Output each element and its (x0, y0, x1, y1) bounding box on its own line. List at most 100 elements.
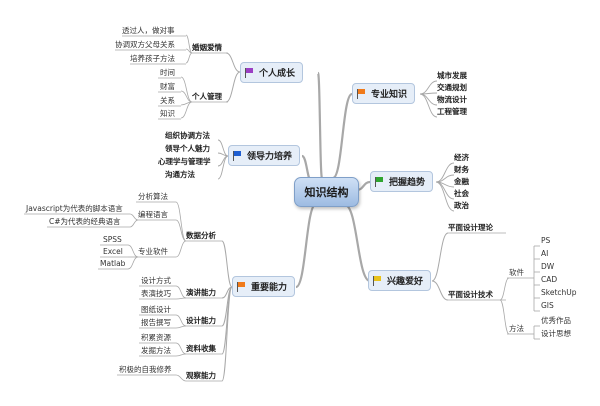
connector (217, 155, 229, 180)
connector (175, 353, 187, 357)
leaf-traffic[interactable]: 交通规划 (437, 83, 467, 92)
leaf-report[interactable]: 报告撰写 (141, 318, 171, 327)
connector (180, 101, 193, 119)
link-data-analysis (221, 240, 233, 288)
leaf-javascript[interactable]: Javascript为代表的脚本语言 (26, 204, 123, 213)
topic-key-skills-label: 重要能力 (251, 283, 288, 293)
leaf-csharp[interactable]: C#为代表的经典语言 (49, 217, 121, 226)
topic-leadership[interactable]: 领导力培养 (228, 145, 301, 166)
leaf-spss[interactable]: SPSS (103, 235, 122, 244)
leaf-politics[interactable]: 政治 (454, 201, 469, 210)
connector (180, 76, 193, 103)
leaf-urban[interactable]: 城市发展 (437, 71, 467, 80)
leaf-marriage-2[interactable]: 协调双方父母关系 (115, 40, 175, 49)
branch-methods[interactable]: 方法 (509, 324, 524, 333)
leaf-cad[interactable]: CAD (541, 275, 558, 284)
connector (221, 286, 233, 382)
link-expertise (331, 92, 354, 180)
link-marriage (225, 52, 241, 73)
leaf-leadership-4[interactable]: 沟通方法 (165, 170, 195, 179)
leaf-knowledge[interactable]: 知识 (160, 109, 175, 118)
connector (129, 219, 139, 228)
leaf-design-method[interactable]: 设计方式 (141, 276, 171, 285)
link-management (225, 71, 241, 103)
connector (175, 314, 187, 327)
yellow-flag-icon (373, 276, 382, 286)
leaf-drawing[interactable]: 图纸设计 (141, 305, 171, 314)
connector (499, 277, 510, 301)
blue-flag-icon (233, 151, 242, 161)
leaf-excel[interactable]: Excel (103, 247, 123, 256)
connector (175, 325, 187, 329)
connector (435, 162, 455, 183)
connector (435, 181, 455, 212)
leaf-time[interactable]: 时间 (160, 68, 175, 77)
topic-expertise[interactable]: 专业知识 (352, 83, 416, 104)
leaf-society[interactable]: 社会 (454, 189, 469, 198)
link-interests (344, 203, 371, 283)
orange-flag-icon (357, 89, 366, 99)
leaf-engineering[interactable]: 工程管理 (437, 107, 467, 116)
connector (217, 152, 229, 157)
leaf-economy[interactable]: 经济 (454, 153, 469, 162)
connector (175, 374, 187, 382)
leaf-leadership-2[interactable]: 领导个人魅力 (165, 144, 210, 153)
connector (175, 219, 187, 242)
topic-leadership-label: 领导力培养 (247, 152, 293, 162)
leaf-design-thought[interactable]: 设计思想 (541, 329, 571, 338)
green-flag-icon (375, 177, 384, 187)
leaf-ai[interactable]: AI (541, 249, 549, 258)
leaf-leadership-3[interactable]: 心理学与管理学 (158, 157, 211, 166)
branch-data-analysis[interactable]: 数据分析 (186, 231, 216, 240)
connector (419, 93, 438, 118)
connector (431, 232, 449, 282)
topic-interests[interactable]: 兴趣爱好 (368, 270, 432, 291)
connector (175, 342, 187, 355)
topic-trends[interactable]: 把握趋势 (370, 171, 434, 192)
branch-speaking[interactable]: 演讲能力 (186, 288, 216, 297)
connector (127, 256, 139, 270)
leaf-gis[interactable]: GIS (541, 301, 554, 310)
connector (175, 297, 187, 300)
leaf-relations[interactable]: 关系 (160, 96, 175, 105)
leaf-sketchup[interactable]: SketchUp (541, 288, 577, 297)
topic-personal-growth-label: 个人成长 (259, 69, 296, 79)
connector (499, 299, 510, 335)
topic-interests-label: 兴趣爱好 (387, 277, 424, 287)
leaf-dw[interactable]: DW (541, 262, 555, 271)
topic-personal-growth[interactable]: 个人成长 (240, 62, 304, 83)
leaf-performance[interactable]: 表演技巧 (141, 289, 171, 298)
branch-design-theory[interactable]: 平面设计理论 (448, 223, 493, 232)
leaf-works[interactable]: 优秀作品 (541, 316, 571, 325)
branch-observation[interactable]: 观察能力 (186, 371, 216, 380)
leaf-matlab[interactable]: Matlab (100, 259, 126, 268)
branch-design[interactable]: 设计能力 (186, 316, 216, 325)
leaf-self-cultivation[interactable]: 积极的自我修养 (119, 365, 172, 374)
leaf-marriage-1[interactable]: 透过人，做对事 (122, 26, 175, 35)
leaf-accumulate[interactable]: 积累资源 (141, 333, 171, 342)
leaf-wealth[interactable]: 财富 (160, 82, 175, 91)
connector (419, 93, 438, 106)
leaf-finance[interactable]: 金融 (454, 177, 469, 186)
leaf-algorithms[interactable]: 分析算法 (138, 192, 168, 201)
orange-flag-icon (237, 282, 246, 292)
branch-programming[interactable]: 编程语言 (138, 210, 168, 219)
branch-software-tools[interactable]: 软件 (509, 268, 524, 277)
branch-personal-management[interactable]: 个人管理 (192, 92, 222, 101)
branch-software[interactable]: 专业软件 (138, 247, 168, 256)
leaf-discover[interactable]: 发掘方法 (141, 346, 171, 355)
branch-collection[interactable]: 资料收集 (186, 344, 216, 353)
connector (185, 52, 193, 64)
branch-design-tech[interactable]: 平面设计技术 (448, 290, 493, 299)
central-topic[interactable]: 知识结构 (294, 177, 359, 207)
leaf-finance-acct[interactable]: 财务 (454, 165, 469, 174)
topic-key-skills[interactable]: 重要能力 (232, 276, 296, 297)
leaf-ps[interactable]: PS (541, 236, 551, 245)
leaf-leadership-1[interactable]: 组织协调方法 (165, 131, 210, 140)
leaf-marriage-3[interactable]: 培养孩子方法 (130, 54, 175, 63)
branch-marriage[interactable]: 婚姻爱情 (192, 43, 222, 52)
leaf-logistics[interactable]: 物流设计 (437, 95, 467, 104)
connector (127, 244, 139, 258)
